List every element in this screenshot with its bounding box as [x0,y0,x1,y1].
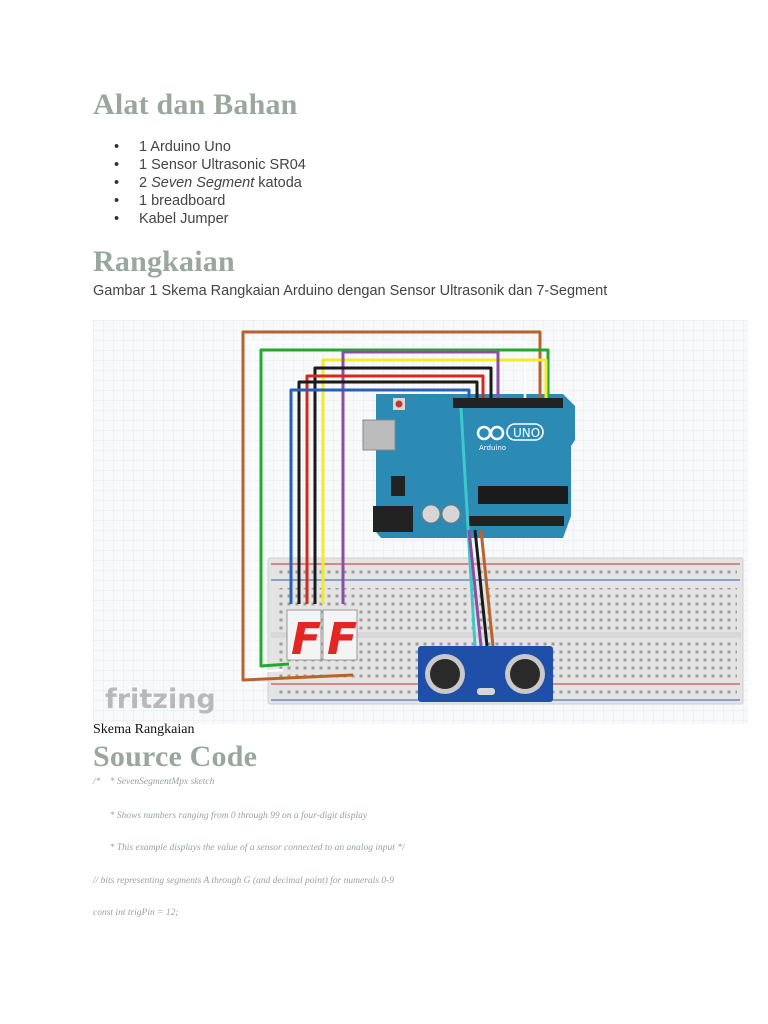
heading-alat-dan-bahan: Alat dan Bahan [93,88,298,121]
heading-source-code: Source Code [93,740,258,773]
figure-caption: Skema Rangkaian [93,722,195,737]
jumper-wires [241,330,550,682]
list-item: 2 Seven Segment katoda [114,174,306,192]
code-line: const int trigPin = 12; [93,908,179,918]
arduino-uno-board: UNO Arduino [362,394,575,538]
code-line: // bits representing segments A through … [93,876,394,886]
fritzing-logo: fritzing [105,684,216,715]
list-item: 1 Sensor Ultrasonic SR04 [114,156,306,174]
item-name: Arduino Uno [150,139,231,155]
item-qty: 2 [139,175,152,191]
seven-segment-displays: F F [286,609,358,665]
circuit-caption: Gambar 1 Skema Rangkaian Arduino dengan … [93,283,608,299]
item-name: Kabel Jumper [139,211,229,227]
board-brand-text: Arduino [479,444,506,452]
code-line: * This example displays the value of a s… [93,843,405,853]
ultrasonic-sensor [418,646,553,702]
item-name: breadboard [151,193,226,209]
board-label: UNO [513,426,540,440]
code-line: * Shows numbers ranging from 0 through 9… [93,811,368,821]
segment-digit: F [327,614,357,665]
segment-digit: F [291,614,321,665]
circuit-diagram-image: F F UNO Arduino [93,320,748,724]
list-item: 1 breadboard [114,192,306,210]
item-qty: 1 [139,193,152,209]
list-item: Kabel Jumper [114,210,306,228]
list-item: 1 Arduino Uno [114,138,306,156]
item-name: katoda [254,175,302,191]
materials-list: 1 Arduino Uno 1 Sensor Ultrasonic SR04 2… [114,138,306,228]
item-qty: 1 [139,157,152,173]
item-qty: 1 [139,139,151,155]
heading-rangkaian: Rangkaian [93,245,235,278]
item-name: Sensor Ultrasonic SR04 [151,157,306,173]
code-line: /* * SevenSegmentMpx sketch [93,777,215,787]
item-name-emphasis: Seven Segment [151,175,255,191]
